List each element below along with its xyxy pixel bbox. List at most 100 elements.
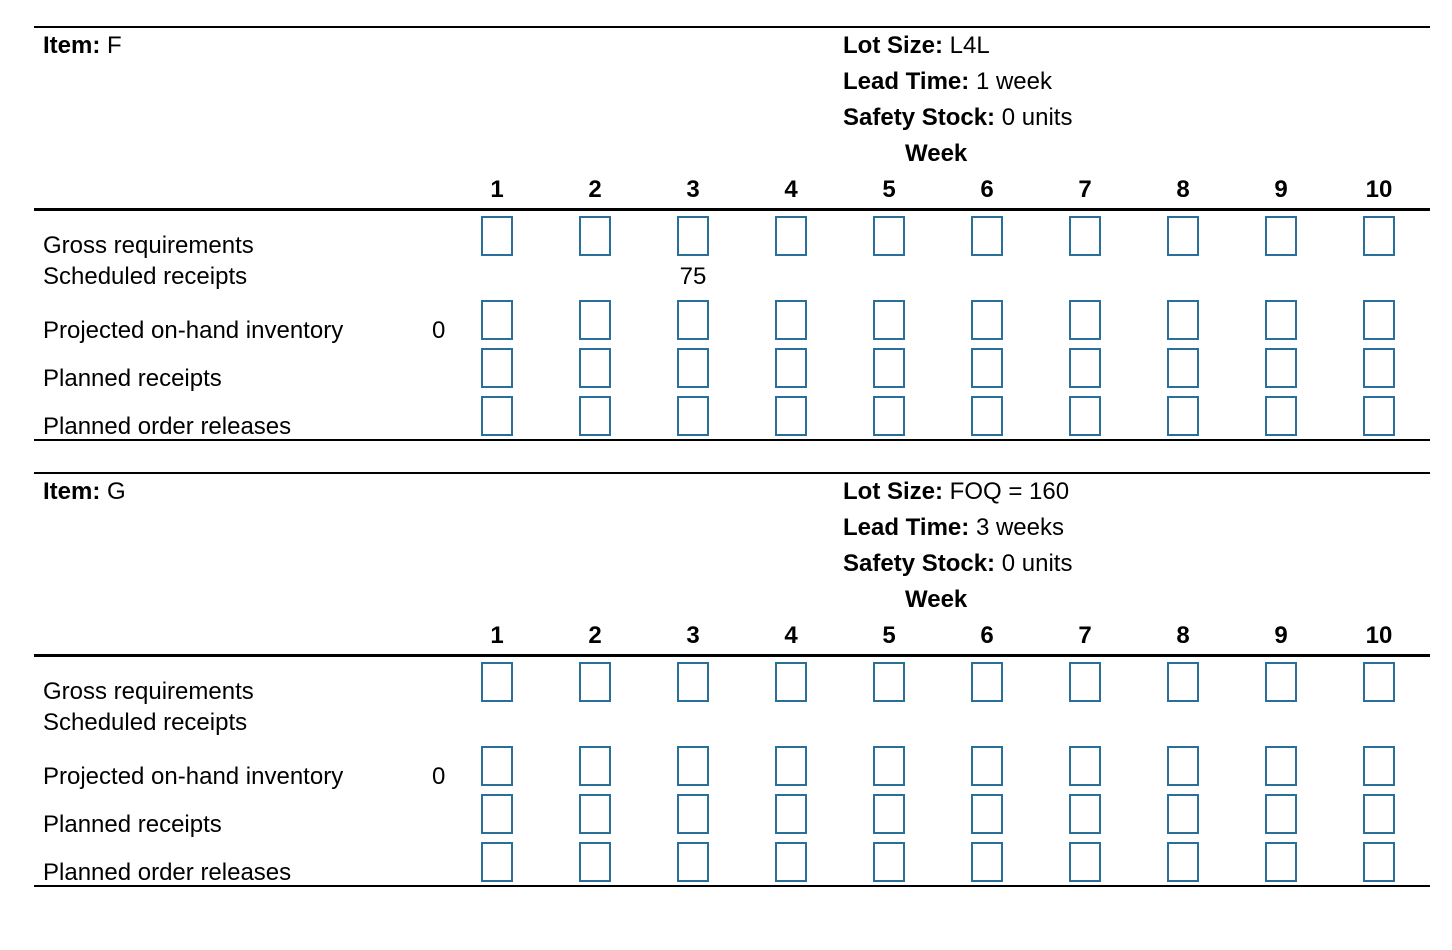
projected-week-8-input[interactable] [1167, 300, 1199, 340]
projected-week-2-input[interactable] [579, 300, 611, 340]
bottom-rule [34, 439, 1430, 441]
week-number-9: 9 [1274, 176, 1288, 203]
gross-week-5-input[interactable] [873, 216, 905, 256]
planned-releases-week-10-input[interactable] [1363, 396, 1395, 436]
gross-week-10-input[interactable] [1363, 662, 1395, 702]
planned-releases-week-9-input[interactable] [1265, 842, 1297, 882]
projected-week-2-input[interactable] [579, 746, 611, 786]
item-heading: Item: G [43, 478, 126, 506]
projected-week-8-input[interactable] [1167, 746, 1199, 786]
planned-releases-week-9-input[interactable] [1265, 396, 1297, 436]
week-number-8: 8 [1176, 176, 1190, 203]
projected-week-7-input[interactable] [1069, 746, 1101, 786]
planned-releases-week-3-input[interactable] [677, 396, 709, 436]
lot-size-label: Lot Size: [843, 32, 943, 59]
projected-week-3-input[interactable] [677, 300, 709, 340]
gross-week-1-input[interactable] [481, 216, 513, 256]
planned-releases-week-10-input[interactable] [1363, 842, 1395, 882]
planned-releases-week-6-input[interactable] [971, 396, 1003, 436]
row-label: Planned order releases [43, 859, 292, 886]
planned-receipts-week-3-input[interactable] [677, 794, 709, 834]
planned-releases-week-2-input[interactable] [579, 842, 611, 882]
planned-receipts-week-8-input[interactable] [1167, 794, 1199, 834]
planned-releases-week-7-input[interactable] [1069, 396, 1101, 436]
lead-time-label: Lead Time: [843, 68, 970, 95]
planned-receipts-week-1-input[interactable] [481, 794, 513, 834]
planned-receipts-week-2-input[interactable] [579, 348, 611, 388]
gross-week-10-input[interactable] [1363, 216, 1395, 256]
planned-releases-week-8-input[interactable] [1167, 396, 1199, 436]
projected-week-9-input[interactable] [1265, 746, 1297, 786]
projected-week-6-input[interactable] [971, 300, 1003, 340]
projected-week-5-input[interactable] [873, 746, 905, 786]
gross-week-3-input[interactable] [677, 662, 709, 702]
planned-receipts-week-6-input[interactable] [971, 348, 1003, 388]
planned-releases-week-8-input[interactable] [1167, 842, 1199, 882]
projected-week-4-input[interactable] [775, 300, 807, 340]
week-number-2: 2 [588, 622, 602, 649]
planned-receipts-week-7-input[interactable] [1069, 348, 1101, 388]
projected-week-1-input[interactable] [481, 300, 513, 340]
gross-week-6-input[interactable] [971, 216, 1003, 256]
row-label: Scheduled receipts [43, 263, 248, 290]
planned-releases-week-1-input[interactable] [481, 842, 513, 882]
projected-week-1-input[interactable] [481, 746, 513, 786]
planned-receipts-week-8-input[interactable] [1167, 348, 1199, 388]
gross-week-8-input[interactable] [1167, 216, 1199, 256]
gross-week-4-input[interactable] [775, 662, 807, 702]
planned-receipts-week-5-input[interactable] [873, 348, 905, 388]
week-number-10: 10 [1365, 176, 1393, 203]
planned-releases-week-4-input[interactable] [775, 396, 807, 436]
item-value: F [107, 32, 122, 59]
planned-receipts-week-5-input[interactable] [873, 794, 905, 834]
planned-releases-week-3-input[interactable] [677, 842, 709, 882]
planned-receipts-week-10-input[interactable] [1363, 794, 1395, 834]
projected-week-10-input[interactable] [1363, 746, 1395, 786]
row-label: Gross requirements [43, 232, 254, 259]
safety-stock-value: 0 units [1001, 104, 1073, 131]
gross-week-5-input[interactable] [873, 662, 905, 702]
planned-receipts-week-2-input[interactable] [579, 794, 611, 834]
planned-receipts-week-1-input[interactable] [481, 348, 513, 388]
gross-week-1-input[interactable] [481, 662, 513, 702]
gross-week-7-input[interactable] [1069, 216, 1101, 256]
row-label: Gross requirements [43, 678, 254, 705]
planned-receipts-week-6-input[interactable] [971, 794, 1003, 834]
projected-week-4-input[interactable] [775, 746, 807, 786]
gross-week-3-input[interactable] [677, 216, 709, 256]
gross-week-2-input[interactable] [579, 216, 611, 256]
gross-week-8-input[interactable] [1167, 662, 1199, 702]
bottom-rule [34, 885, 1430, 887]
planned-receipts-week-9-input[interactable] [1265, 348, 1297, 388]
week-number-6: 6 [980, 622, 994, 649]
projected-week-5-input[interactable] [873, 300, 905, 340]
week-number-7: 7 [1078, 176, 1092, 203]
planned-receipts-week-4-input[interactable] [775, 794, 807, 834]
planned-releases-week-6-input[interactable] [971, 842, 1003, 882]
gross-week-9-input[interactable] [1265, 662, 1297, 702]
projected-week-6-input[interactable] [971, 746, 1003, 786]
scheduled-week-3-value: 75 [679, 263, 707, 290]
projected-week-9-input[interactable] [1265, 300, 1297, 340]
gross-week-2-input[interactable] [579, 662, 611, 702]
planned-releases-week-1-input[interactable] [481, 396, 513, 436]
header-rule [34, 654, 1430, 657]
projected-week-7-input[interactable] [1069, 300, 1101, 340]
projected-week-10-input[interactable] [1363, 300, 1395, 340]
planned-releases-week-2-input[interactable] [579, 396, 611, 436]
planned-receipts-week-9-input[interactable] [1265, 794, 1297, 834]
planned-releases-week-5-input[interactable] [873, 396, 905, 436]
planned-receipts-week-3-input[interactable] [677, 348, 709, 388]
gross-week-9-input[interactable] [1265, 216, 1297, 256]
planned-releases-week-7-input[interactable] [1069, 842, 1101, 882]
lead-time-value: 1 week [975, 68, 1052, 95]
planned-receipts-week-4-input[interactable] [775, 348, 807, 388]
planned-releases-week-5-input[interactable] [873, 842, 905, 882]
planned-releases-week-4-input[interactable] [775, 842, 807, 882]
gross-week-7-input[interactable] [1069, 662, 1101, 702]
planned-receipts-week-7-input[interactable] [1069, 794, 1101, 834]
gross-week-4-input[interactable] [775, 216, 807, 256]
gross-week-6-input[interactable] [971, 662, 1003, 702]
planned-receipts-week-10-input[interactable] [1363, 348, 1395, 388]
projected-week-3-input[interactable] [677, 746, 709, 786]
